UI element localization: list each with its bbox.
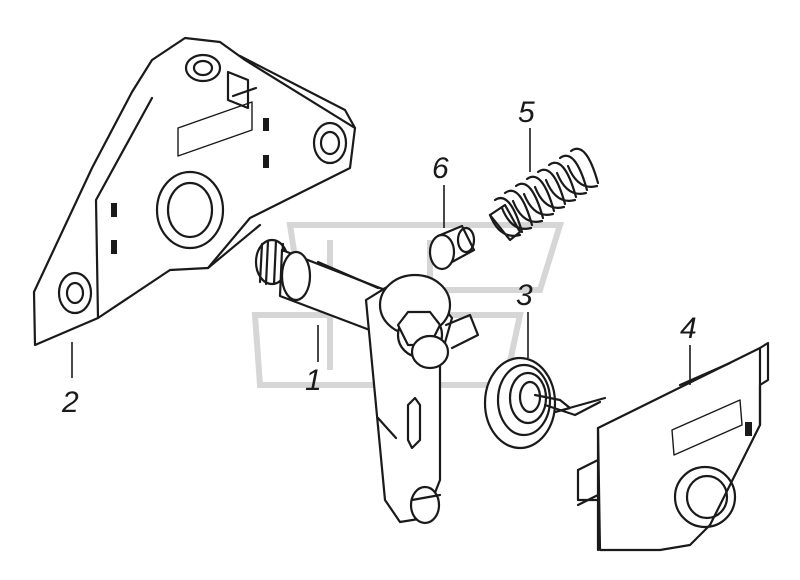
part-2-bracket [32, 36, 357, 347]
label-part-2: 2 [61, 386, 79, 419]
label-part-4: 4 [680, 312, 697, 345]
part-3-coil-spring [483, 356, 607, 450]
label-part-6: 6 [432, 152, 449, 185]
label-part-5: 5 [518, 96, 535, 129]
part-4-cover [576, 341, 770, 552]
leader-lines [71, 128, 691, 385]
label-part-3: 3 [516, 279, 533, 312]
part-6-pin [428, 224, 476, 271]
part-1-shaft-lever [254, 238, 480, 525]
label-part-1: 1 [305, 364, 322, 397]
part-labels: 1 2 3 4 5 6 [61, 96, 697, 419]
part-5-spring [488, 147, 600, 242]
